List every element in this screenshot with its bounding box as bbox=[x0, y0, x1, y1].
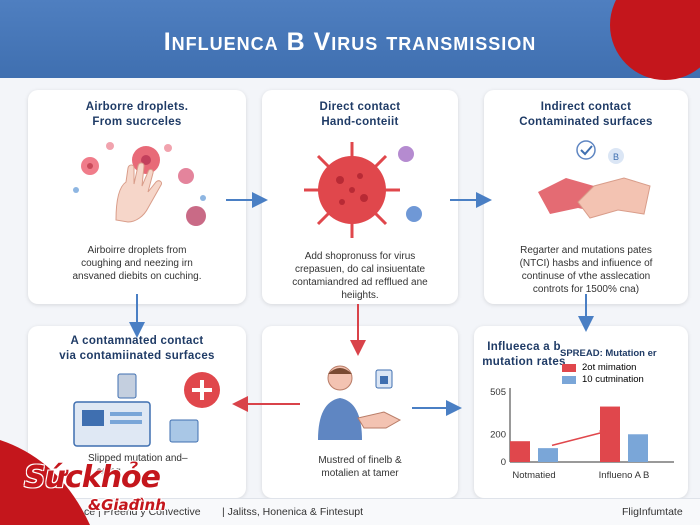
footer-left: ce | Preend y Convective bbox=[84, 506, 201, 518]
person-handshake-icon bbox=[318, 365, 402, 440]
card-airborne-text: Airboirre droplets from coughing and nee… bbox=[72, 245, 202, 282]
header-banner: Influenca B Virus transmission bbox=[0, 0, 700, 78]
logo-main-text: Sứckhỏe bbox=[24, 460, 161, 495]
x-tick-label: Influeno A B bbox=[599, 470, 650, 481]
footer-bar: ce | Preend y Convective | Jalitss, Hone… bbox=[0, 498, 700, 525]
legend-swatch-1 bbox=[562, 363, 576, 372]
card-person: Mustred of finelb & motalien at tamer bbox=[262, 326, 458, 498]
x-tick-label: Notmatied bbox=[512, 470, 555, 481]
hand-virus-icon bbox=[73, 142, 206, 226]
card-mutation-title: Influeeca a b mutation rates bbox=[482, 341, 566, 368]
trend-arrowhead bbox=[599, 430, 606, 437]
card-contaminated-text: Slipped mutation and– ...aging bbox=[88, 453, 188, 477]
card-airborne: Airborre droplets. From sucrceles Airboi… bbox=[28, 90, 246, 304]
brand-logo: Sứckhỏe &Giađình bbox=[0, 420, 230, 525]
y-tick-label: 0 bbox=[501, 457, 506, 468]
legend-entry-1: 2ot mimation bbox=[562, 362, 636, 373]
footer-middle: | Jalitss, Honenica & Fintesupt bbox=[222, 506, 364, 518]
footer-right: FligInfumtate bbox=[622, 506, 683, 518]
legend-entry-2: 10 cutmination bbox=[562, 374, 644, 385]
card-person-text: Mustred of finelb & motalien at tamer bbox=[318, 455, 402, 479]
svg-text:B: B bbox=[613, 152, 619, 162]
bar-2ot-mimation-0 bbox=[510, 441, 530, 462]
trend-line bbox=[551, 430, 607, 447]
card-indirect: Indirect contact Contaminated surfaces B… bbox=[484, 90, 688, 304]
y-tick-label: 200 bbox=[490, 429, 506, 440]
legend-title: SPREAD: Mutation er bbox=[560, 348, 657, 359]
virus-icon bbox=[304, 142, 422, 238]
card-indirect-text: Regarter and mutations pates (NTCI) hasb… bbox=[519, 245, 653, 295]
bar-2ot-mimation-1 bbox=[600, 406, 620, 462]
page-title: Influenca B Virus transmission bbox=[163, 28, 537, 56]
handshake-icon: B bbox=[538, 140, 651, 219]
y-tick-label: 505 bbox=[490, 387, 506, 398]
legend-swatch-2 bbox=[562, 375, 576, 384]
card-direct-text: Add shopronuss for virus crepasuen, do c… bbox=[292, 251, 428, 301]
card-contaminated-title: A contamnated contact via contamiinated … bbox=[59, 335, 215, 362]
logo-sub-text: &Giađình bbox=[88, 496, 166, 514]
surface-devices-icon bbox=[73, 372, 220, 447]
bar-10-cutmination-1 bbox=[628, 434, 648, 462]
card-airborne-title: Airborre droplets. From sucrceles bbox=[85, 101, 189, 128]
logo-red-swoosh bbox=[0, 440, 90, 525]
card-direct-title: Direct contact Hand-conteiit bbox=[319, 101, 401, 128]
card-mutation-chart: Influeeca a b mutation rates SPREAD: Mut… bbox=[474, 326, 688, 498]
card-indirect-title: Indirect contact Contaminated surfaces bbox=[519, 101, 653, 128]
card-contaminated: A contamnated contact via contamiinated … bbox=[28, 326, 246, 498]
card-direct: Direct contact Hand-conteiit Add shopron… bbox=[262, 90, 458, 304]
bar-10-cutmination-0 bbox=[538, 448, 558, 462]
